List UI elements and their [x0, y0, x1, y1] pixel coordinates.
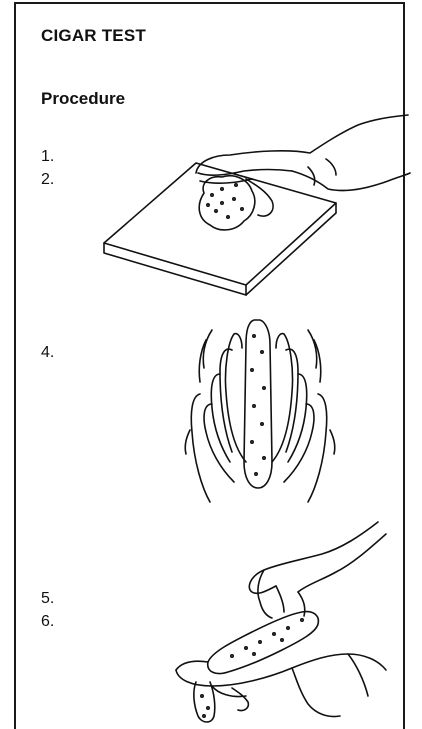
step-4-label: 4. [41, 344, 54, 362]
board-top [104, 163, 336, 285]
step-2-label: 2. [41, 171, 54, 189]
kneading-on-board-illustration [96, 115, 411, 290]
step-6-label: 6. [41, 613, 54, 631]
page-title: CIGAR TEST [41, 26, 146, 46]
section-title: Procedure [41, 89, 125, 109]
soil-texture [207, 184, 243, 218]
soil-cigar [244, 320, 272, 488]
broken-piece [194, 682, 215, 722]
cigar-texture [251, 335, 265, 475]
breaking-cigar-illustration [172, 520, 402, 720]
rolling-between-palms-illustration [176, 312, 341, 512]
step-5-label: 5. [41, 590, 54, 608]
hand-top-edge [196, 115, 408, 173]
wrist-edge [292, 171, 410, 191]
lower-hand [176, 661, 208, 670]
step-1-label: 1. [41, 148, 54, 166]
